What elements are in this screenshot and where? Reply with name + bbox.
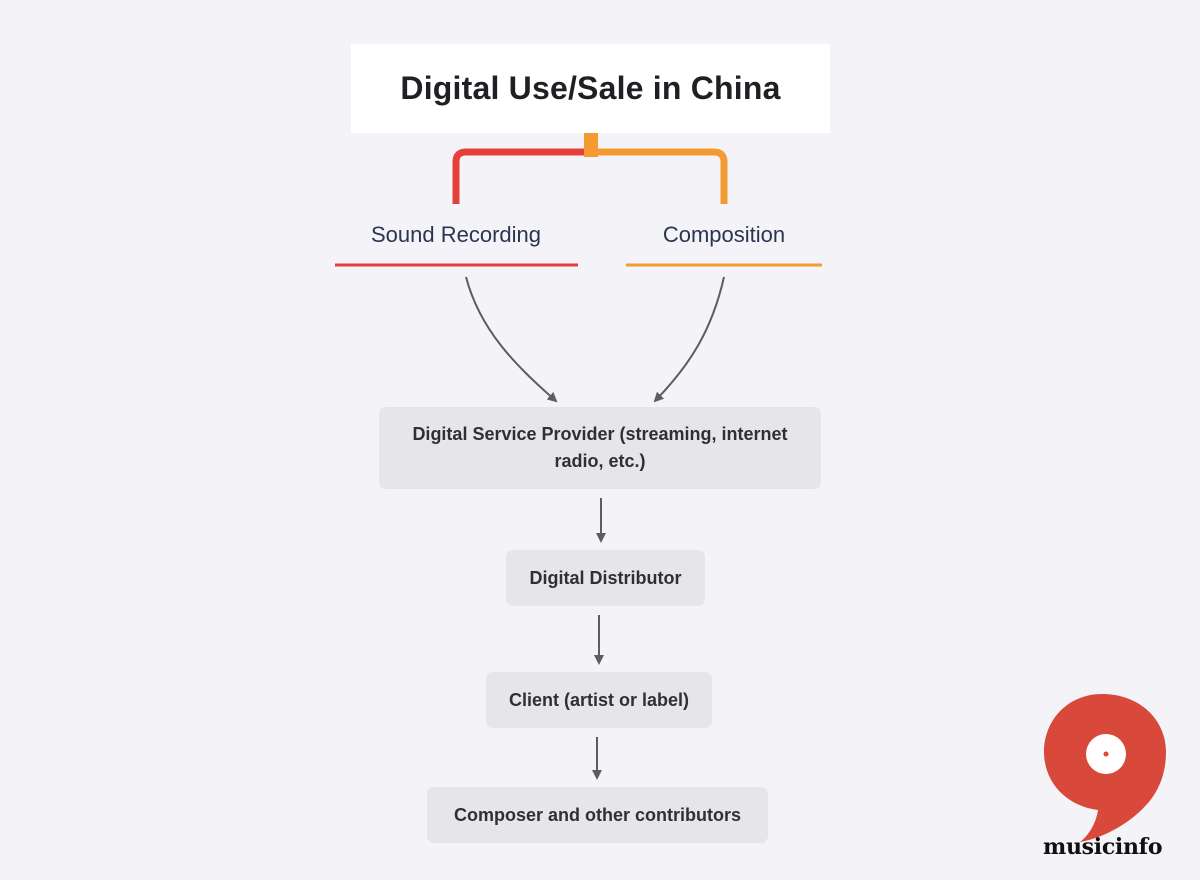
arrow-sound-to-dsp bbox=[465, 276, 558, 403]
diagram-title: Digital Use/Sale in China bbox=[400, 70, 781, 106]
node-composer-label: Composer and other contributors bbox=[453, 804, 741, 825]
node-digital-service-provider: Digital Service Provider (streaming, int… bbox=[379, 407, 821, 489]
node-client-label: Client (artist or label) bbox=[508, 689, 690, 710]
bracket-right-orange bbox=[591, 148, 728, 204]
musicinfo-logo-icon bbox=[1044, 694, 1166, 842]
node-client: Client (artist or label) bbox=[486, 672, 712, 728]
bracket-stem bbox=[584, 133, 598, 157]
branch-sound-recording: Sound Recording bbox=[370, 222, 541, 247]
node-composer: Composer and other contributors bbox=[427, 787, 768, 843]
title-box: Digital Use/Sale in China bbox=[351, 44, 830, 133]
logo-disc-center bbox=[1103, 751, 1109, 757]
logo-wordmark: musicinfo bbox=[1043, 834, 1163, 860]
node-dsp-label: Digital Service Provider (streaming, int… bbox=[412, 424, 788, 471]
bracket-left-red bbox=[452, 148, 591, 204]
node-digital-distributor: Digital Distributor bbox=[506, 550, 705, 606]
arrow-composition-to-dsp bbox=[653, 276, 725, 403]
node-distributor-label: Digital Distributor bbox=[529, 567, 682, 588]
branch-composition: Composition bbox=[662, 222, 786, 247]
